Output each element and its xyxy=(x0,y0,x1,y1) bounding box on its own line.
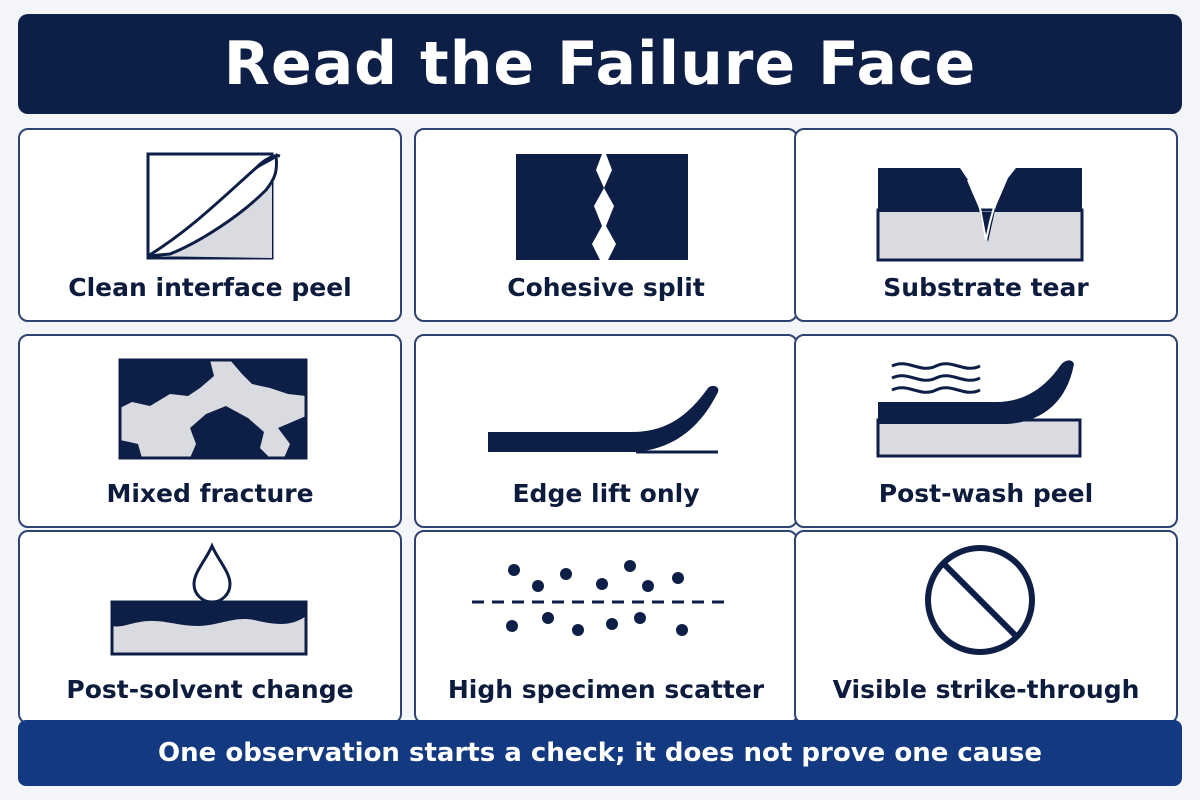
card-label: Mixed fracture xyxy=(106,479,314,508)
title-banner: Read the Failure Face xyxy=(18,14,1182,114)
footer-text: One observation starts a check; it does … xyxy=(158,738,1042,768)
prohibited-icon xyxy=(925,545,1035,655)
card-post-wash-peel: Post-wash peel xyxy=(794,334,1178,528)
card-visible-strike-through: Visible strike-through xyxy=(794,530,1178,724)
solvent-drop-icon xyxy=(110,542,308,656)
edge-lift-icon xyxy=(488,385,719,454)
card-label: Post-solvent change xyxy=(66,675,354,704)
card-label: Edge lift only xyxy=(512,479,700,508)
card-mixed-fracture: Mixed fracture xyxy=(18,334,402,528)
card-label: Cohesive split xyxy=(507,273,705,302)
wash-peel-icon xyxy=(876,360,1082,458)
torn-substrate-icon xyxy=(876,168,1084,262)
card-label: High specimen scatter xyxy=(447,675,765,704)
footer-banner: One observation starts a check; it does … xyxy=(18,720,1182,786)
card-post-solvent-change: Post-solvent change xyxy=(18,530,402,724)
card-substrate-tear: Substrate tear xyxy=(794,128,1178,322)
card-cohesive-split: Cohesive split xyxy=(414,128,798,322)
card-high-specimen-scatter: High specimen scatter xyxy=(414,530,798,724)
page-title: Read the Failure Face xyxy=(223,29,977,99)
card-label: Clean interface peel xyxy=(68,273,352,302)
card-label: Visible strike-through xyxy=(832,675,1140,704)
scatter-dots-icon xyxy=(472,560,728,636)
mixed-fracture-icon xyxy=(118,358,308,460)
peel-corner-icon xyxy=(146,152,281,260)
card-label: Substrate tear xyxy=(883,273,1089,302)
card-edge-lift-only: Edge lift only xyxy=(414,334,798,528)
card-clean-interface-peel: Clean interface peel xyxy=(18,128,402,322)
card-label: Post-wash peel xyxy=(878,479,1094,508)
split-block-icon xyxy=(516,154,688,260)
